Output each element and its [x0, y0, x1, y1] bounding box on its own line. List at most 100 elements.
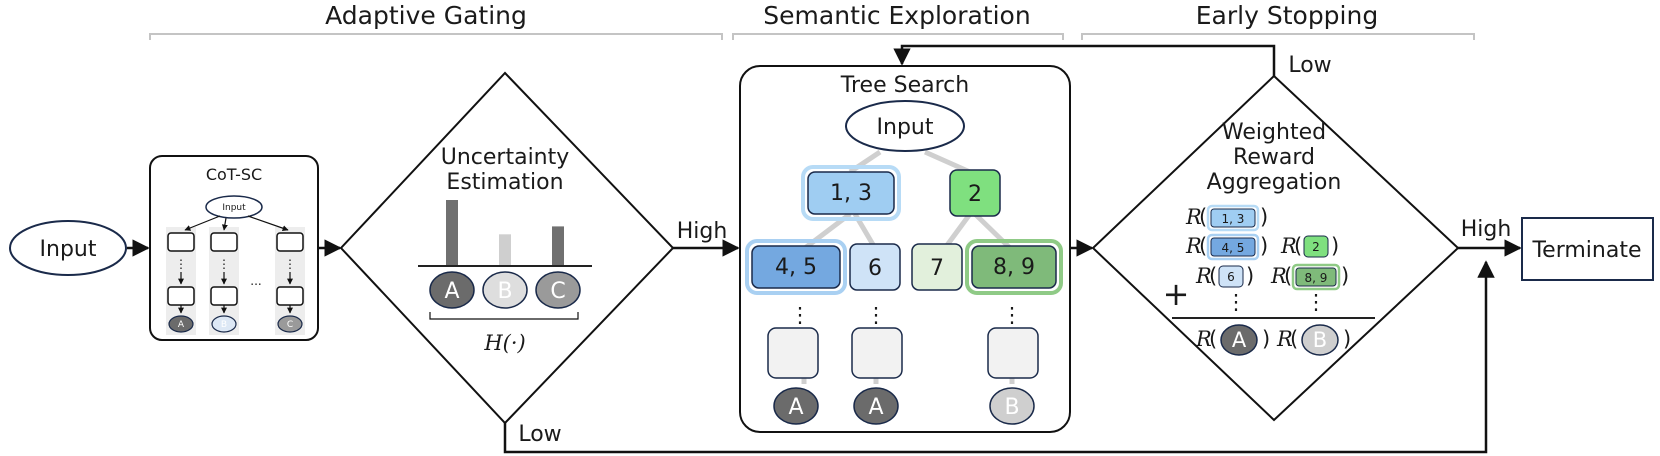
node-4-5-label: 4, 5 [775, 255, 817, 280]
terminate-node [1521, 217, 1654, 281]
input-node [9, 220, 127, 276]
svg-text:1, 3: 1, 3 [1222, 212, 1245, 226]
cot-sc-edge-2 [221, 217, 228, 231]
svg-text:(: ( [1199, 234, 1207, 258]
svg-text:(: ( [1209, 264, 1217, 288]
uncertainty-answer-b-label: B [497, 279, 512, 304]
reward-term-4-5: R ( 4, 5 ) [1185, 233, 1268, 261]
svg-text:(: ( [1290, 327, 1298, 351]
cot-sc-chain-1: ⋮ A [167, 232, 195, 333]
svg-text:(: ( [1209, 327, 1217, 351]
node-1-3-label: 1, 3 [830, 181, 872, 206]
bracket-adaptive-gating [149, 33, 723, 40]
reward-title-1: Weighted [1222, 120, 1326, 145]
svg-text:A: A [1232, 328, 1247, 352]
section-headers: Adaptive Gating Semantic Exploration Ear… [149, 1, 1475, 40]
cot-sc-ellipsis: ... [250, 274, 261, 288]
terminate-label: Terminate [1531, 238, 1641, 263]
node-6 [849, 243, 901, 291]
node-7 [911, 243, 963, 291]
edge-high-label-2: High [1461, 217, 1512, 242]
svg-text:): ) [1262, 327, 1270, 351]
tree-answer-b-label: B [1004, 395, 1019, 420]
reward-diamond [1091, 74, 1460, 422]
svg-text:(: ( [1284, 264, 1292, 288]
tree-answer-a-1 [773, 387, 819, 425]
tree-dots-1: ⋮ [790, 303, 811, 327]
cot-sc-root [205, 195, 263, 219]
uncertainty-answer-a [429, 271, 475, 309]
svg-text:⋮: ⋮ [175, 257, 187, 271]
svg-text:8, 9: 8, 9 [1305, 271, 1328, 285]
svg-text:R: R [1276, 327, 1293, 351]
tree-leaf-box-1 [767, 327, 819, 379]
tree-answer-b [989, 387, 1035, 425]
node-8-9-label: 8, 9 [993, 255, 1035, 280]
cot-sc-chain-3: ⋮ C [276, 232, 304, 333]
cot-sc-answer-c [277, 315, 303, 333]
cot-sc-answer-a [168, 315, 194, 333]
node-4-5 [751, 245, 841, 289]
entropy-brace [429, 312, 579, 320]
section-early-stopping: Early Stopping [1196, 1, 1378, 30]
svg-text:A: A [178, 320, 185, 330]
cot-sc-edge-3 [247, 215, 289, 232]
svg-text:): ) [1341, 264, 1349, 288]
cot-sc-title: CoT-SC [206, 165, 262, 184]
svg-text:R: R [1185, 234, 1202, 258]
svg-text:R: R [1270, 264, 1287, 288]
reward-title-3: Aggregation [1207, 170, 1342, 195]
svg-text:B: B [221, 320, 227, 330]
tree-search-title: Tree Search [840, 73, 969, 98]
node-7-label: 7 [930, 256, 944, 281]
input-label: Input [40, 237, 97, 262]
uncertainty-answer-b [482, 271, 528, 309]
svg-text:6: 6 [1227, 270, 1235, 284]
svg-text:⋮: ⋮ [284, 257, 296, 271]
cot-sc-edge-1 [184, 215, 221, 231]
uncertainty-answer-c-label: C [550, 279, 565, 304]
node-8-9-glow [965, 239, 1063, 295]
uncertainty-answer-c [535, 271, 581, 309]
tree-root-label: Input [877, 115, 934, 140]
node-4-5-glow [745, 239, 847, 295]
svg-text:⋮: ⋮ [218, 257, 230, 271]
svg-text:): ) [1260, 234, 1268, 258]
svg-text:4, 5: 4, 5 [1222, 241, 1245, 255]
svg-text:R: R [1195, 327, 1212, 351]
svg-text:): ) [1331, 234, 1339, 258]
svg-text:): ) [1343, 327, 1351, 351]
uncertainty-bar-a [446, 200, 458, 266]
svg-text:R: R [1280, 234, 1297, 258]
uncertainty-bar-b [499, 234, 511, 266]
reward-title-2: Reward [1233, 145, 1315, 170]
cot-sc-chain-2: ⋮ B [210, 232, 238, 333]
cot-sc-answer-b [211, 315, 237, 333]
svg-text:B: B [1313, 328, 1327, 352]
arrow-low-loop-to-tree [893, 44, 1276, 76]
node-6-label: 6 [868, 256, 882, 281]
bracket-semantic-exploration [732, 33, 1064, 40]
edge-low-label-1: Low [518, 422, 561, 447]
svg-text:(: ( [1294, 234, 1302, 258]
tree-dots-2: ⋮ [866, 303, 887, 327]
uncertainty-title-2: Estimation [446, 170, 563, 195]
uncertainty-title-1: Uncertainty [441, 145, 570, 170]
arrow-low-to-terminate [503, 260, 1495, 454]
reward-term-2: R ( 2 ) [1280, 234, 1339, 258]
bracket-early-stopping [1081, 33, 1475, 40]
section-semantic-exploration: Semantic Exploration [763, 1, 1030, 30]
svg-text:(: ( [1199, 205, 1207, 229]
svg-text:C: C [287, 320, 293, 330]
uncertainty-bars [446, 200, 564, 266]
svg-text:): ) [1260, 205, 1268, 229]
cot-sc-root-label: Input [222, 203, 246, 213]
node-1-3 [807, 171, 895, 215]
svg-text:2: 2 [1312, 240, 1320, 254]
uncertainty-bar-c [552, 226, 564, 266]
reward-term-6: R ( 6 ) [1195, 264, 1254, 288]
node-1-3-glow [801, 165, 901, 221]
